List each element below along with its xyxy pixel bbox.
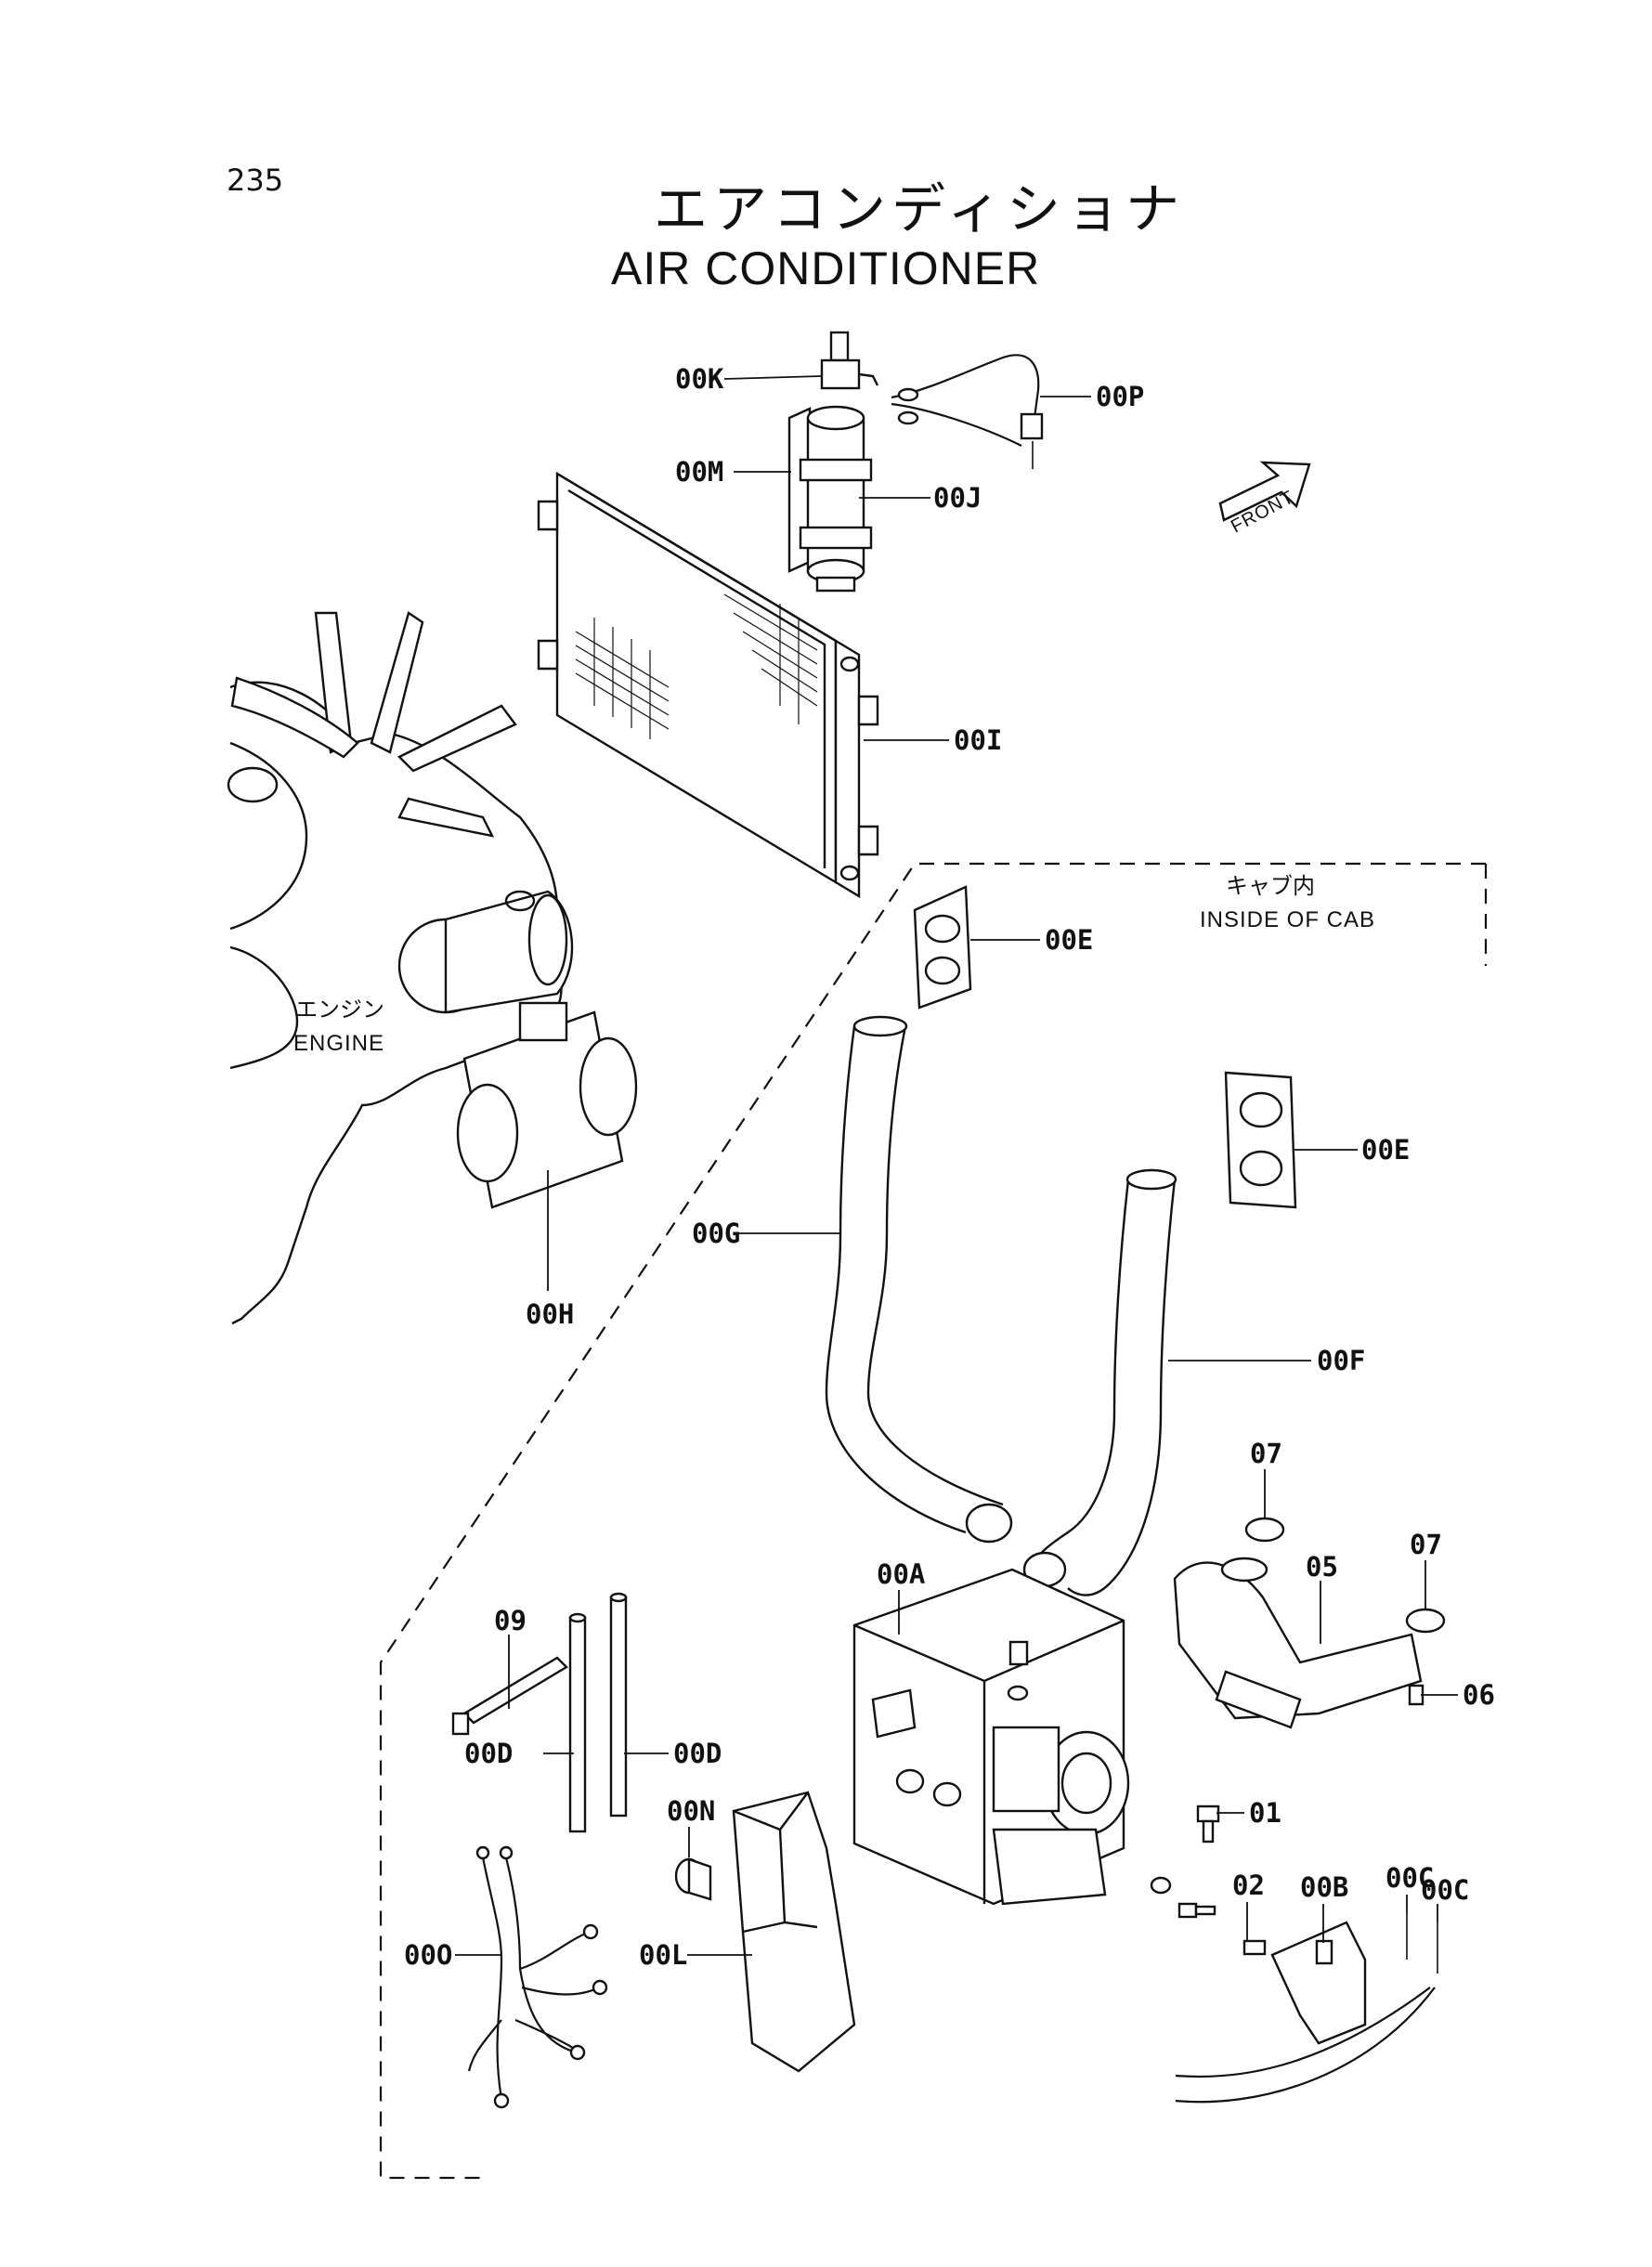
condenser xyxy=(537,471,879,899)
page-number: 235 xyxy=(227,163,283,198)
callout-00a: 00A xyxy=(877,1558,925,1590)
cab-label-english: INSIDE OF CAB xyxy=(1200,907,1375,932)
callout-07-upper: 07 xyxy=(1250,1438,1282,1469)
callout-00g: 00G xyxy=(692,1218,740,1249)
engine-label-japanese: エンジン xyxy=(295,997,384,1023)
callout-00j: 00J xyxy=(933,482,982,514)
wire-harness xyxy=(467,1845,608,2109)
engine-illustration xyxy=(227,611,574,1325)
callout-02: 02 xyxy=(1232,1870,1265,1901)
callout-00n: 00N xyxy=(667,1795,715,1827)
callout-00c-left: 00C xyxy=(1385,1862,1434,1894)
washer xyxy=(1150,1876,1172,1895)
rod-a xyxy=(568,1612,587,1833)
duct-bent xyxy=(1022,1168,1177,1596)
bolt-01 xyxy=(1196,1804,1220,1844)
bolt-02 xyxy=(1177,1902,1216,1919)
callout-00c-right: 00C xyxy=(1421,1874,1469,1906)
callout-00h: 00H xyxy=(526,1298,574,1330)
callout-00f: 00F xyxy=(1317,1345,1365,1376)
callout-00k: 00K xyxy=(675,363,724,395)
front-direction-arrow xyxy=(1218,461,1311,522)
callout-00e-right: 00E xyxy=(1361,1134,1410,1166)
grommet xyxy=(674,1857,712,1901)
callout-00d-left: 00D xyxy=(464,1738,513,1769)
engine-label-english: ENGINE xyxy=(293,1031,384,1056)
callout-00i: 00I xyxy=(954,724,1002,756)
callout-09: 09 xyxy=(494,1605,527,1636)
callout-00p: 00P xyxy=(1096,381,1144,412)
callout-05: 05 xyxy=(1306,1551,1338,1583)
callout-00o: 00O xyxy=(404,1939,452,1971)
callout-01: 01 xyxy=(1249,1797,1281,1829)
vent-upper xyxy=(913,885,972,1010)
bracket-00b xyxy=(1242,1921,1367,2045)
hose-clamp-a xyxy=(1244,1517,1285,1543)
leader-lines xyxy=(455,375,1458,1956)
callout-06: 06 xyxy=(1463,1679,1495,1711)
cab-label-japanese: キャブ内 xyxy=(1226,873,1315,899)
cable-tie xyxy=(451,1656,568,1736)
callout-00b: 00B xyxy=(1300,1871,1348,1903)
callout-00d-right: 00D xyxy=(673,1738,722,1769)
hose-clamp-b xyxy=(1405,1608,1446,1634)
callout-00m: 00M xyxy=(675,456,723,488)
page-title-english: AIR CONDITIONER xyxy=(611,242,1040,294)
duct-long xyxy=(825,1015,1013,1544)
receiver-dryer xyxy=(787,331,1044,593)
rod-b xyxy=(609,1592,628,1818)
air-conditioner-unit xyxy=(852,1568,1130,1906)
vent-right xyxy=(1224,1071,1297,1209)
compressor xyxy=(456,1001,638,1209)
air-duct-00l xyxy=(732,1791,856,2073)
duct-elbow xyxy=(1173,1557,1423,1729)
callout-07-right: 07 xyxy=(1410,1529,1442,1560)
inside-of-cab-boundary xyxy=(379,862,1488,2180)
callout-00e-upper: 00E xyxy=(1045,924,1093,956)
bolt-06 xyxy=(1408,1684,1424,1706)
callout-00l: 00L xyxy=(639,1939,687,1971)
cables-00c xyxy=(1175,1913,1438,2104)
page-title-japanese: エアコンディショナ xyxy=(654,177,1185,241)
